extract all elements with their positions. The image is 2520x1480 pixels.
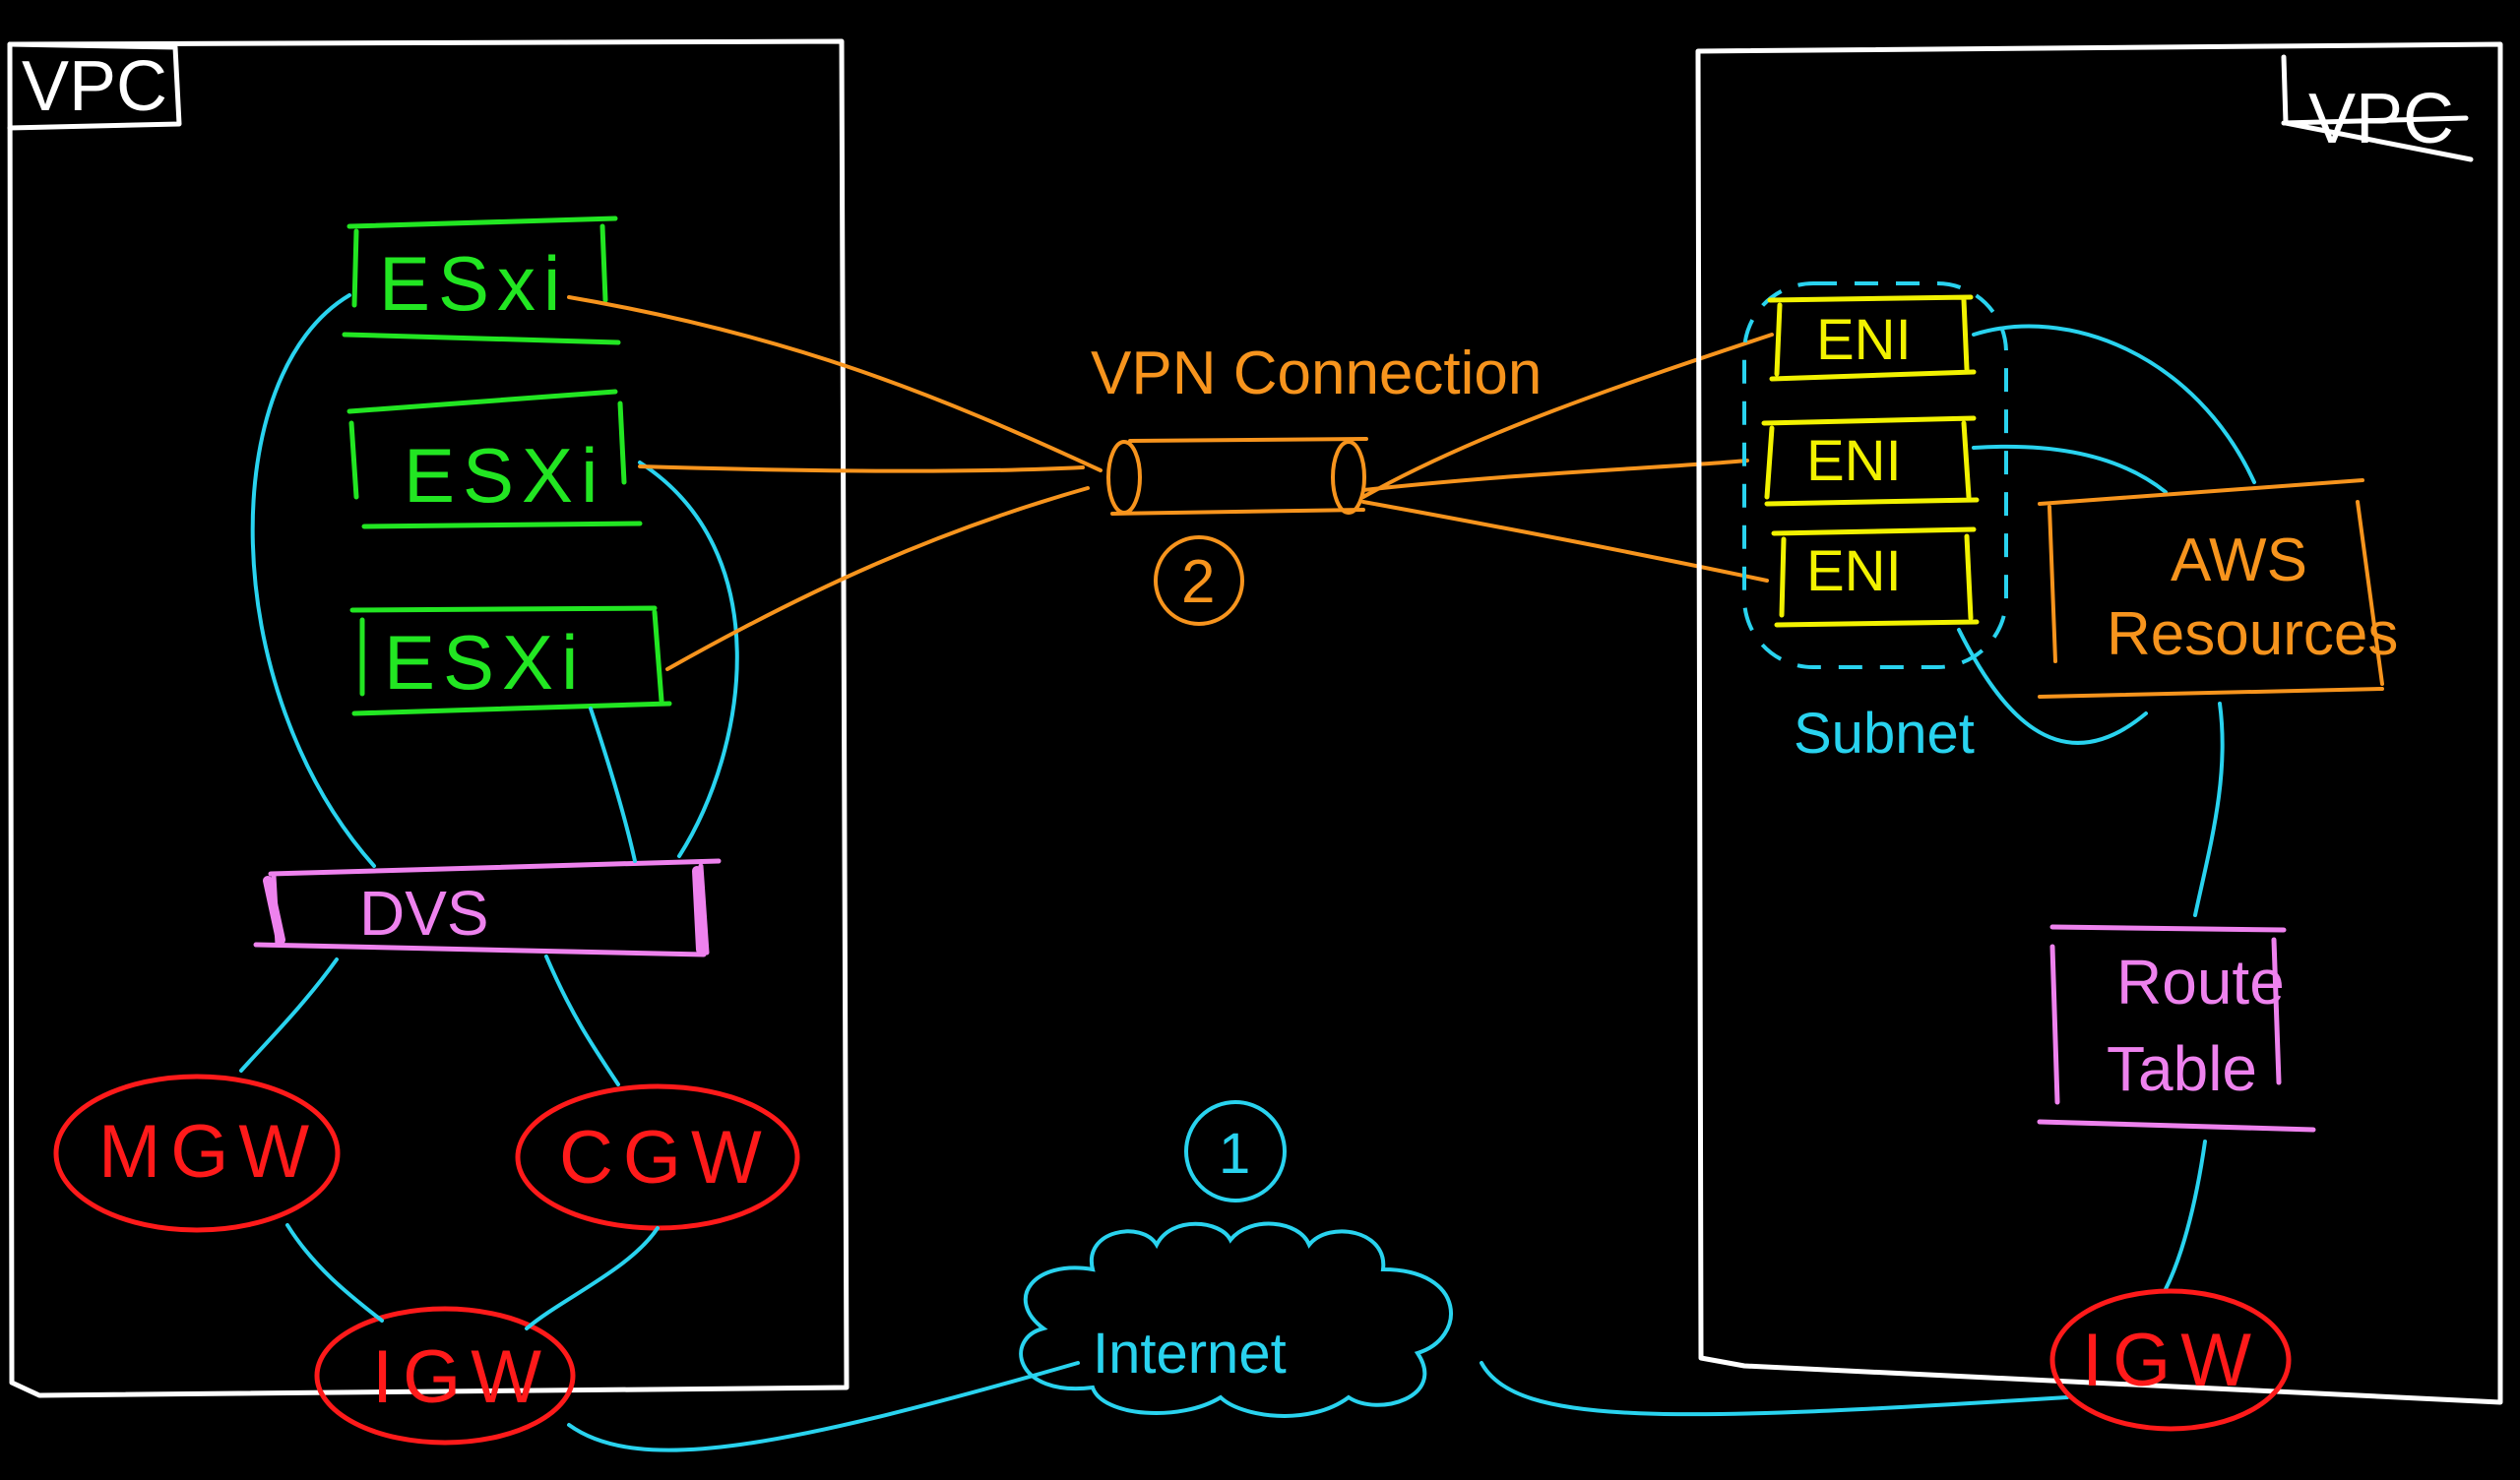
left-igw: IGW: [314, 1306, 576, 1446]
aws-resources: AWS Resources: [2038, 478, 2398, 699]
svg-text:Subnet: Subnet: [1794, 702, 1975, 766]
esxi-host-3: ESXi: [349, 605, 672, 716]
svg-text:IGW: IGW: [2082, 1319, 2261, 1402]
svg-text:IGW: IGW: [372, 1335, 551, 1419]
right-igw: IGW: [2049, 1288, 2292, 1432]
cgw: CGW: [515, 1083, 800, 1231]
vpn-connection: VPN Connection 2: [1091, 339, 1542, 626]
svg-text:ESXi: ESXi: [384, 619, 586, 706]
svg-text:CGW: CGW: [559, 1116, 772, 1200]
dvs: DVS: [253, 858, 722, 957]
left-network-links: [239, 293, 2256, 1452]
svg-text:MGW: MGW: [98, 1110, 319, 1194]
svg-text:VPN Connection: VPN Connection: [1091, 339, 1542, 407]
vpn-links: [567, 295, 1774, 671]
right-vpc: VPC: [1695, 41, 2503, 1405]
svg-text:Internet: Internet: [1093, 1322, 1287, 1386]
eni-2: ENI: [1761, 415, 1980, 507]
svg-text:Resources: Resources: [2107, 600, 2398, 668]
route-table: Route Table: [2037, 924, 2316, 1133]
svg-text:ENI: ENI: [1806, 539, 1902, 603]
svg-text:ENI: ENI: [1816, 308, 1912, 372]
esxi-host-1: ESxi: [342, 216, 621, 345]
svg-text:ENI: ENI: [1806, 429, 1902, 493]
esxi-host-2: ESXi: [346, 389, 643, 529]
eni-3: ENI: [1771, 526, 1980, 628]
svg-text:2: 2: [1181, 548, 1215, 616]
svg-text:DVS: DVS: [359, 878, 489, 949]
internet-cloud: 1 Internet: [1019, 1100, 1453, 1418]
svg-text:1: 1: [1219, 1122, 1250, 1186]
left-vpc: VPC: [7, 38, 850, 1398]
subnet: Subnet: [1742, 281, 2008, 766]
mgw: MGW: [53, 1074, 341, 1233]
svg-text:Table: Table: [2107, 1033, 2257, 1104]
svg-text:AWS: AWS: [2171, 526, 2307, 594]
left-vpc-label: VPC: [22, 47, 167, 126]
svg-text:Route: Route: [2116, 947, 2285, 1018]
eni-1: ENI: [1767, 294, 1977, 382]
svg-text:ESXi: ESXi: [404, 432, 605, 519]
svg-text:ESxi: ESxi: [379, 240, 568, 327]
right-vpc-label: VPC: [2308, 80, 2454, 158]
